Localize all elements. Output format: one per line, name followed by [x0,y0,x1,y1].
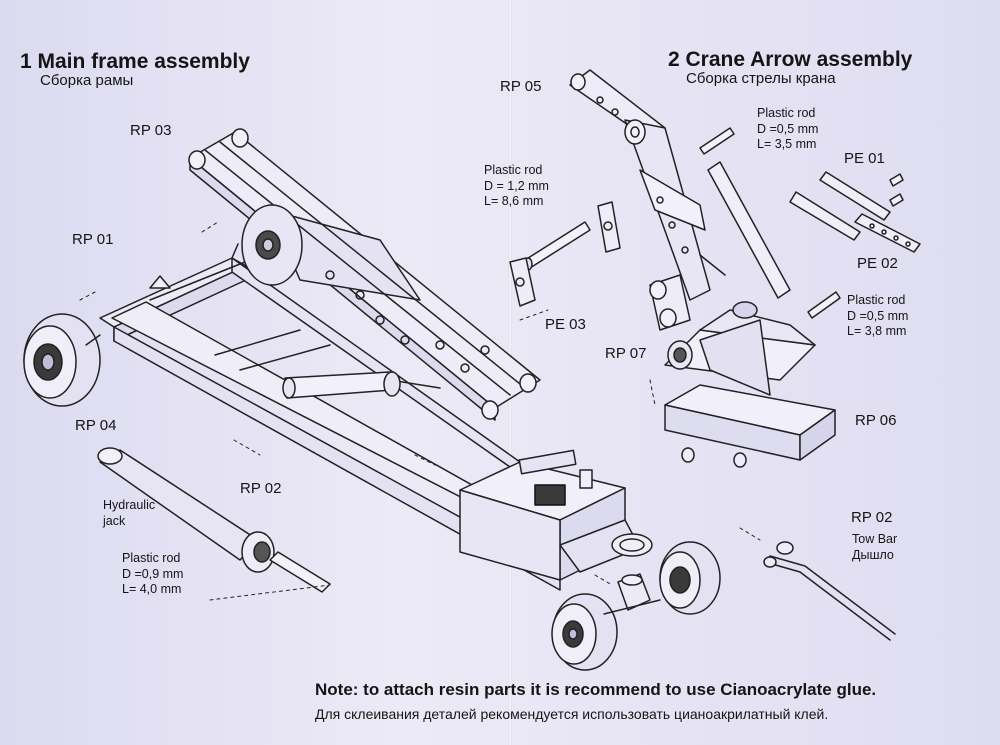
tow-bar-rp02 [763,541,896,641]
label-rp04: RP 04 [75,417,117,434]
rod-left-diameter: D =0,9 mm [122,566,184,581]
rod-spec-left: Plastic rod D =0,9 mm L= 4,0 mm [122,551,183,598]
guide-lines [79,221,761,601]
rod-top-right-length: L= 3,5 mm [757,137,817,152]
crane-arrow-subtitle: Сборка стрелы крана [686,70,836,87]
rod-center-title: Plastic rod [484,163,543,177]
label-rp02-right: RP 02 [851,509,893,526]
hydraulic-jack-line1: Hydraulic [103,498,156,512]
front-wheel-rp04 [23,313,101,407]
label-rp07: RP 07 [605,345,647,362]
main-frame-subtitle: Сборка рамы [40,72,134,89]
glue-note-en: Note: to attach resin parts it is recomm… [315,680,877,699]
base-rp06 [664,384,836,468]
label-rp05: RP 05 [500,78,542,95]
label-pe03: PE 03 [545,316,586,333]
rod-spec-top-right: Plastic rod D =0,5 mm L= 3,5 mm [757,106,818,153]
rod-top-right-title: Plastic rod [757,106,816,120]
label-pe01: PE 01 [844,150,885,167]
link-plates-pe01-pe02 [707,161,921,299]
rod-center-diameter: D = 1,2 mm [484,178,549,193]
label-rp06: RP 06 [855,412,897,429]
rod-right-length: L= 3,8 mm [847,324,907,339]
main-frame-chassis [99,243,653,591]
tow-bar-en: Tow Bar [852,532,898,546]
crane-arm-rp03 [188,128,541,421]
rear-wheels [551,541,721,671]
hydraulic-jack-label: Hydraulic jack [103,498,155,529]
tow-bar-ru: Дышло [852,547,894,562]
rod-left-title: Plastic rod [122,551,181,565]
rod-spec-center: Plastic rod D = 1,2 mm L= 8,6 mm [484,163,549,210]
winch-rp07 [664,301,816,396]
rod-left-length: L= 4,0 mm [122,582,182,597]
hydraulic-jack-line2: jack [103,513,126,528]
rod-top-right-diameter: D =0,5 mm [757,121,819,136]
label-rp01: RP 01 [72,231,114,248]
rod-right-title: Plastic rod [847,293,906,307]
tow-bar-label: Tow Bar Дышло [852,532,897,563]
label-rp03: RP 03 [130,122,172,139]
rod-center-length: L= 8,6 mm [484,194,544,209]
label-rp02-left: RP 02 [240,480,282,497]
hydraulic-jack-rp02 [97,447,331,593]
crane-arrow-title: 2 Crane Arrow assembly [668,48,913,71]
plastic-rods [509,127,904,319]
rod-spec-right: Plastic rod D =0,5 mm L= 3,8 mm [847,293,908,340]
main-frame-title: 1 Main frame assembly [20,50,250,73]
glue-note-ru: Для склеивания деталей рекомендуется исп… [315,706,829,722]
label-pe02: PE 02 [857,255,898,272]
rod-right-diameter: D =0,5 mm [847,308,909,323]
crane-arrow-rp05 [569,69,726,331]
